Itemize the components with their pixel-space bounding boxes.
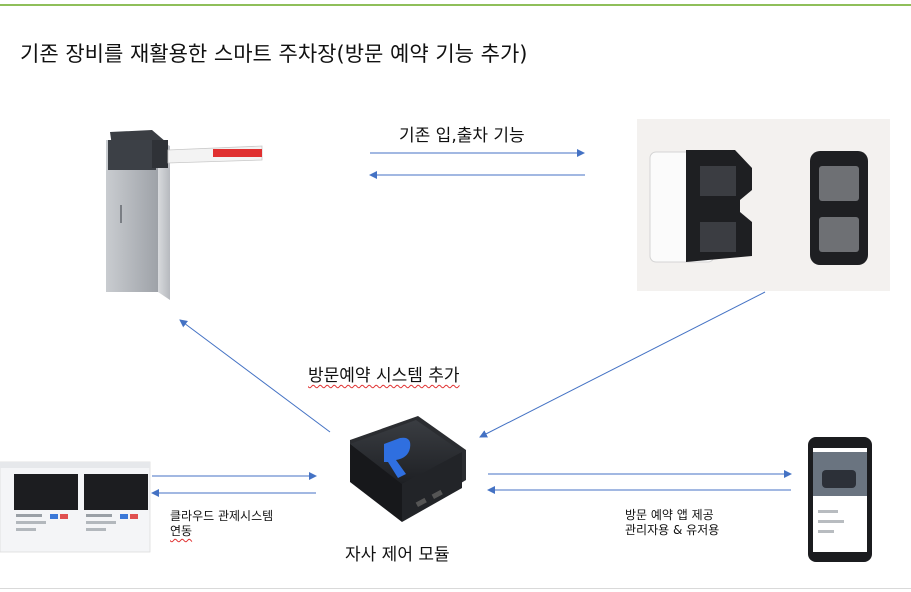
barrier-gate-image bbox=[106, 130, 263, 300]
smartphone-image bbox=[808, 437, 872, 562]
app-label: 방문 예약 앱 제공 관리자용 & 유저용 bbox=[625, 508, 719, 538]
control-module-label: 자사 제어 모듈 bbox=[345, 545, 450, 565]
visit-reservation-system-label: 방문예약 시스템 추가 bbox=[308, 361, 460, 386]
barrier-arm-stripe bbox=[213, 149, 262, 157]
arrow-camera-to-module bbox=[479, 291, 766, 438]
camera-sensor-image bbox=[637, 119, 890, 291]
cloud-control-line1: 클라우드 관제시스템 bbox=[170, 509, 274, 523]
dashboard-camera-feed-1 bbox=[14, 474, 78, 510]
cloud-control-label: 클라우드 관제시스템 연동 bbox=[170, 509, 273, 539]
arrows bbox=[151, 149, 792, 497]
top-accent-line bbox=[0, 4, 911, 6]
app-label-line1: 방문 예약 앱 제공 bbox=[625, 508, 714, 522]
barrier-cabinet-side bbox=[158, 140, 170, 300]
module-left-face bbox=[350, 444, 402, 522]
existing-entry-exit-label: 기존 입,출차 기능 bbox=[399, 126, 525, 146]
barrier-head bbox=[108, 140, 156, 170]
cloud-dashboard-image bbox=[0, 461, 151, 553]
slide-title: 기존 장비를 재활용한 스마트 주차장(방문 예약 기능 추가) bbox=[20, 42, 528, 66]
bottom-divider bbox=[0, 588, 911, 589]
dashboard-camera-feed-2 bbox=[84, 474, 148, 510]
visit-reservation-word: 방문예약 시스템 추가 bbox=[308, 366, 460, 386]
app-label-line2: 관리자용 & 유저용 bbox=[625, 523, 720, 537]
control-module-image bbox=[350, 416, 466, 522]
cloud-control-line2: 연동 bbox=[170, 524, 193, 538]
module-logo bbox=[384, 437, 411, 478]
arrow-module-to-gate bbox=[179, 319, 331, 433]
